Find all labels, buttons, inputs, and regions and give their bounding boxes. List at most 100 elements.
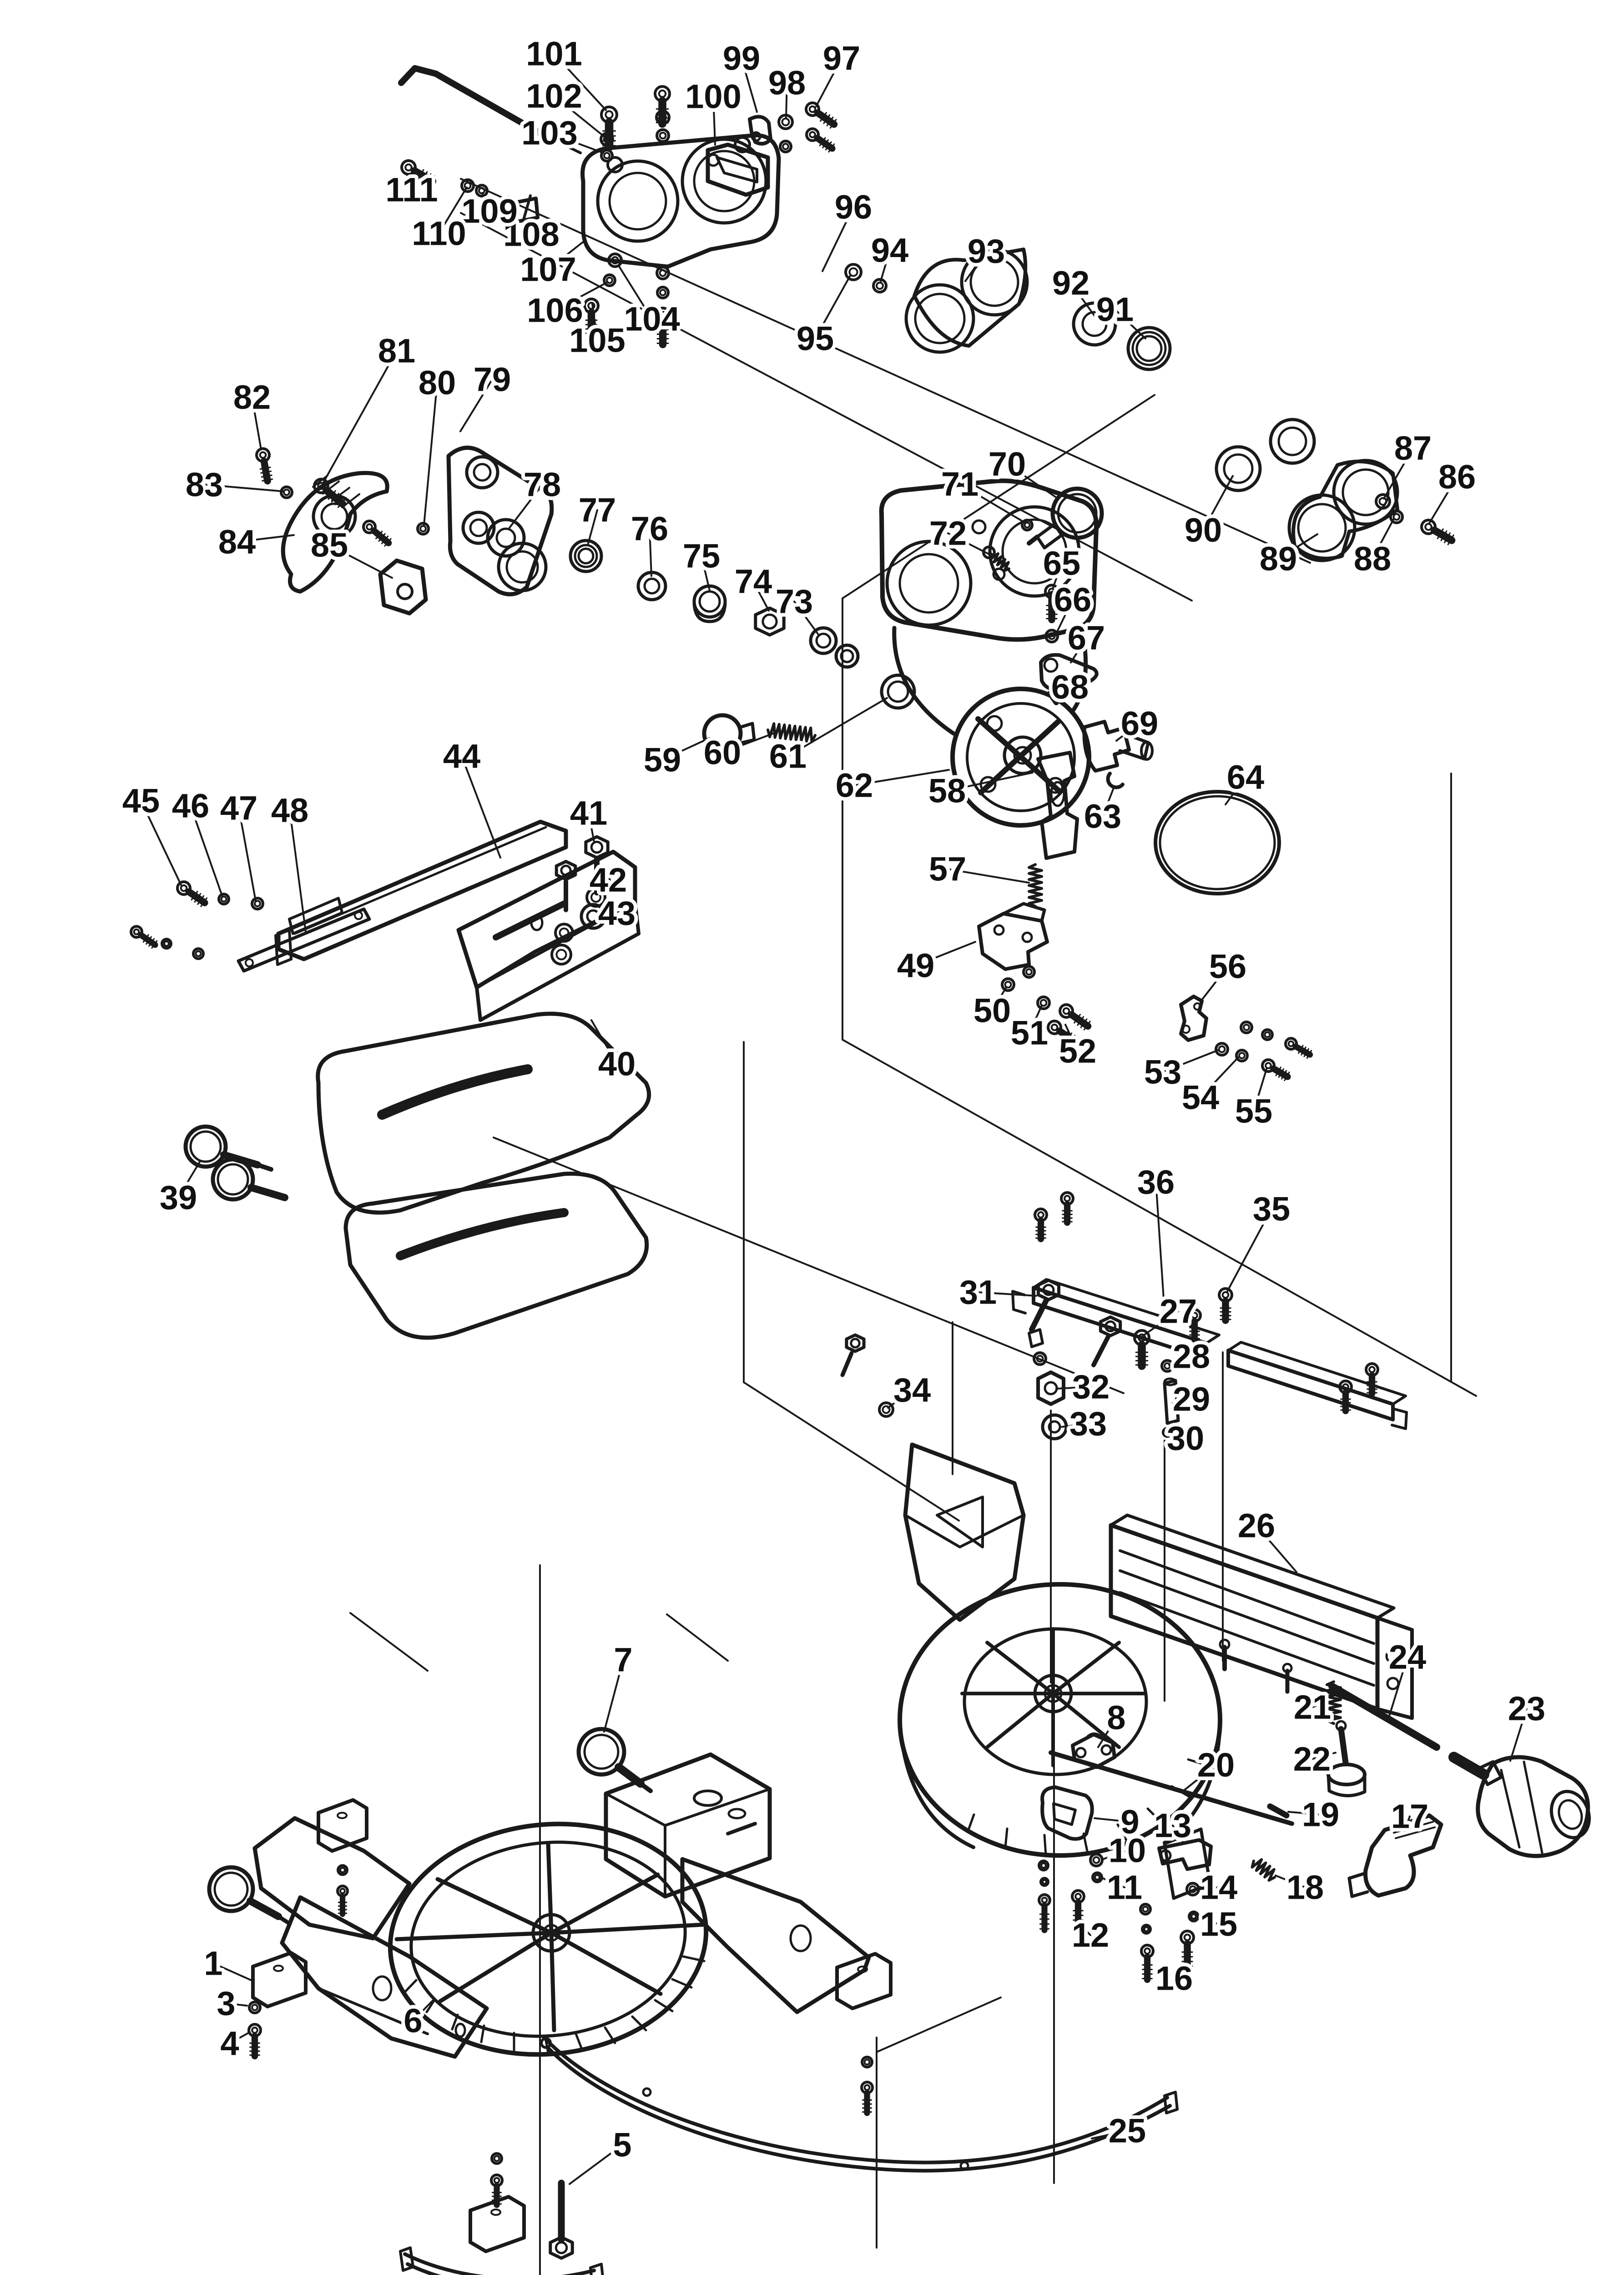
- scale-tick: [1004, 1827, 1009, 1849]
- e-ring: [1106, 772, 1125, 789]
- leader-line-24: [1387, 1656, 1408, 1720]
- motor-bracket: [580, 133, 781, 269]
- bolt-icon: [845, 1333, 866, 1353]
- washer-icon: [1022, 965, 1036, 979]
- leader-line-57: [947, 868, 1030, 884]
- pin-boss: [993, 924, 1005, 936]
- washer-icon: [600, 132, 614, 147]
- washer-icon: [1141, 1924, 1152, 1935]
- screw-icon: [339, 1888, 346, 1894]
- slide-arm-top: [1109, 1513, 1396, 1620]
- screw-icon: [191, 890, 198, 901]
- part-label-35: 35: [1253, 1190, 1290, 1228]
- star-knob-inner: [217, 1163, 249, 1196]
- screw-icon: [313, 478, 329, 494]
- star-knob: [576, 1727, 626, 1777]
- screw-icon: [384, 538, 392, 547]
- wheel-spoke: [549, 1872, 660, 1935]
- screw-icon: [200, 897, 208, 907]
- washer-flat: [1277, 426, 1307, 456]
- part-label-105: 105: [569, 322, 625, 359]
- bolt-hole: [857, 1966, 868, 1973]
- washer-grooved-line: [574, 544, 598, 568]
- hook-clamp: [748, 115, 772, 146]
- nut-icon: [754, 607, 786, 637]
- lock-lever: [281, 471, 389, 594]
- wheel-spoke: [435, 1877, 554, 1935]
- thumb-screw-base-side: [1326, 1773, 1367, 1797]
- screw-icon: [317, 482, 325, 490]
- washer-icon: [656, 128, 670, 143]
- foot-block: [835, 1952, 893, 2010]
- screw-icon: [814, 135, 836, 152]
- leader-line-93: [964, 250, 987, 282]
- part-label-19: 19: [1302, 1796, 1339, 1834]
- part-label-73: 73: [776, 583, 813, 621]
- grip-knob-end: [1549, 1790, 1591, 1840]
- screw-icon: [404, 163, 413, 172]
- washer-icon: [779, 140, 792, 153]
- screw-icon: [323, 486, 346, 508]
- washer-icon: [419, 525, 427, 532]
- washer-flat: [834, 643, 860, 669]
- part-label-55: 55: [1235, 1092, 1272, 1130]
- screw-icon: [828, 143, 835, 153]
- screw-icon: [605, 110, 614, 119]
- screw-icon: [1183, 1933, 1191, 1941]
- part-label-11: 11: [1107, 1869, 1142, 1906]
- washer-icon: [1044, 629, 1059, 643]
- bearing-retainer: [969, 257, 1019, 307]
- screw-icon: [260, 470, 272, 474]
- spring-icon: [767, 722, 817, 743]
- screw-icon: [1071, 1037, 1079, 1047]
- washer-flat: [1269, 418, 1316, 465]
- screw-icon: [1041, 1896, 1048, 1904]
- leader-line-41: [588, 812, 595, 843]
- washer-icon: [611, 256, 619, 264]
- leader-line-8: [1097, 1717, 1117, 1748]
- screw-icon: [825, 141, 832, 151]
- bolt-hole: [598, 875, 612, 892]
- screw-icon: [428, 175, 435, 187]
- part-label-14: 14: [1200, 1869, 1237, 1906]
- screw-icon: [1278, 1068, 1285, 1078]
- washer-icon: [863, 2058, 871, 2066]
- bolt-hole: [734, 136, 751, 153]
- screw-icon: [1284, 1072, 1290, 1082]
- foot-block: [469, 2195, 526, 2253]
- washer-icon: [848, 267, 858, 277]
- washer-icon: [283, 489, 290, 496]
- slide-arm-slot: [1119, 1549, 1375, 1645]
- ruler-strip: [237, 907, 371, 973]
- leader-line-82: [251, 396, 262, 450]
- link-plate-boss: [461, 511, 496, 545]
- leader-line-83: [203, 484, 285, 492]
- screw-icon: [1221, 1291, 1230, 1299]
- washer-icon: [659, 269, 667, 277]
- latch-hatch: [1391, 1815, 1432, 1828]
- washer-icon: [659, 113, 667, 121]
- part-label-75: 75: [683, 537, 720, 575]
- screw-icon: [362, 520, 377, 534]
- part-label-44: 44: [443, 738, 480, 775]
- part-label-50: 50: [973, 992, 1011, 1030]
- washer-flat: [1048, 1420, 1061, 1434]
- square-nut-wing: [522, 194, 532, 222]
- washer-icon: [606, 277, 613, 284]
- shaft-lock-pin-end: [1140, 741, 1154, 761]
- ball-bearing: [1135, 335, 1163, 362]
- screw-icon: [1368, 1366, 1376, 1373]
- screw-icon: [1440, 530, 1447, 541]
- gear-housing-bore: [1001, 518, 1068, 585]
- part-label-97: 97: [823, 40, 860, 77]
- washer-icon: [217, 893, 230, 905]
- washer-icon: [1261, 1028, 1274, 1041]
- bolt-hole: [372, 1975, 393, 2002]
- leader-line-27: [1142, 1310, 1179, 1337]
- screw-icon: [424, 173, 432, 184]
- leader-line-6: [412, 1999, 434, 2022]
- latch-lever: [1157, 1838, 1213, 1871]
- part-label-28: 28: [1173, 1338, 1210, 1375]
- screw-icon: [185, 888, 208, 906]
- screw-icon: [863, 2084, 871, 2091]
